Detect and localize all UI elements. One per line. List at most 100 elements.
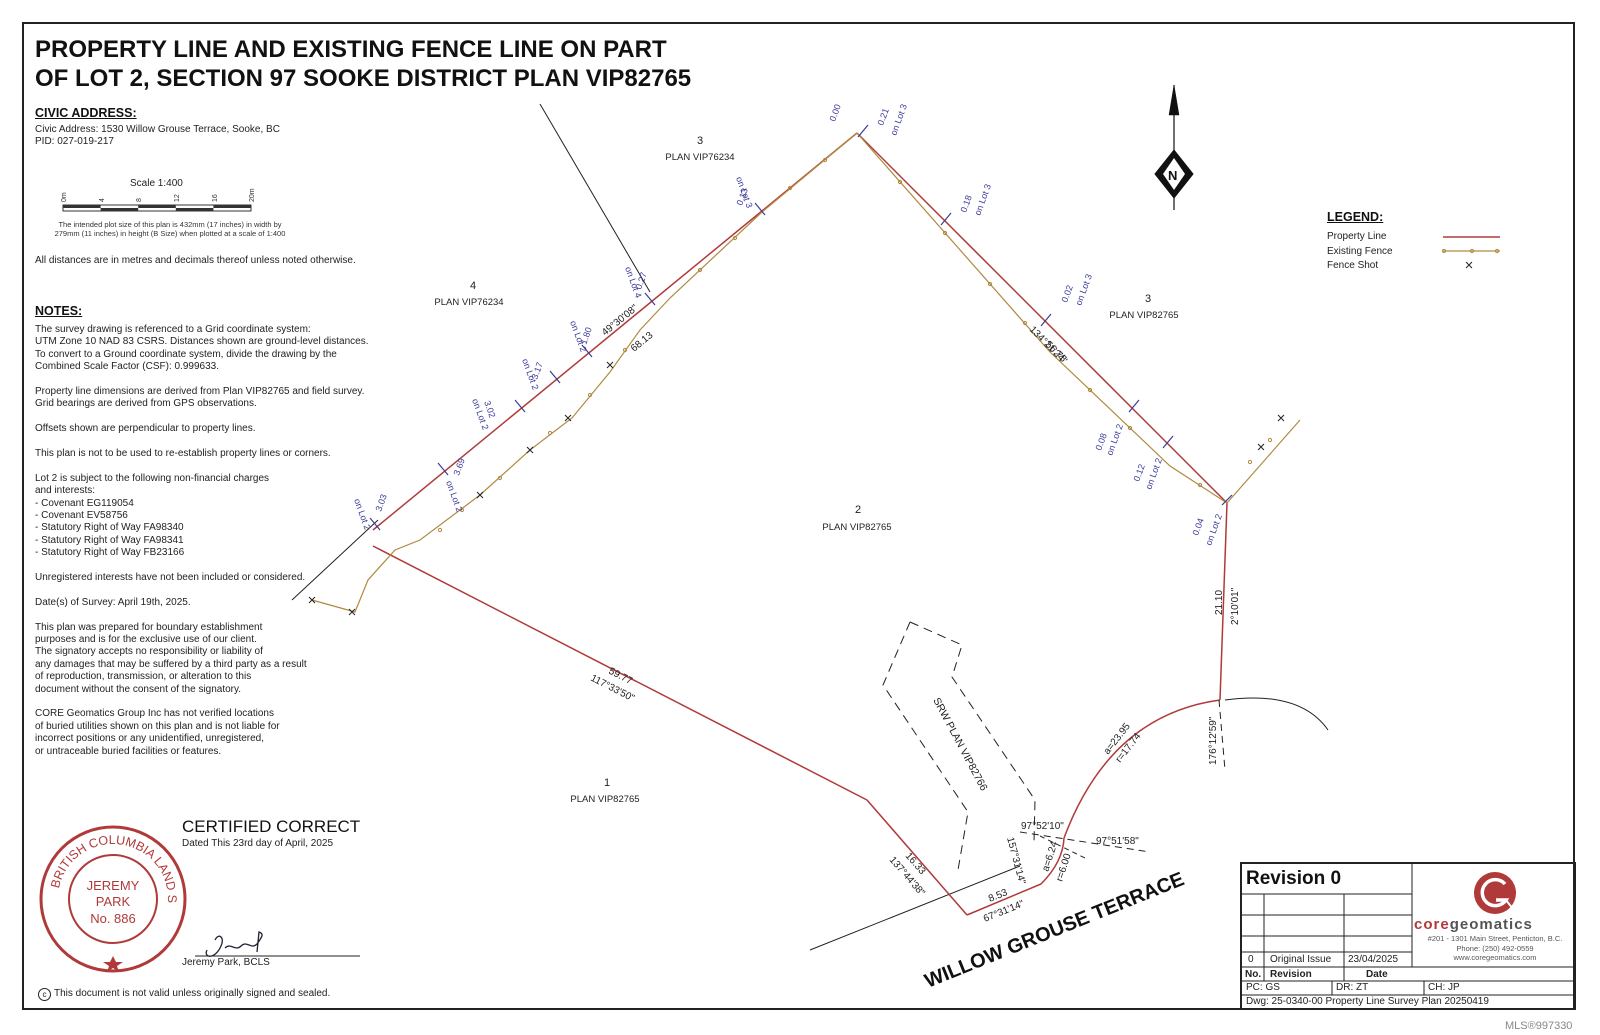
col-date: Date	[1366, 969, 1388, 980]
notes-paragraph: Lot 2 is subject to the following non-fi…	[35, 473, 395, 560]
notes-paragraph: CORE Geomatics Group Inc has not verifie…	[35, 708, 395, 758]
seal-name-2: PARK	[96, 894, 131, 909]
notes-line: Unregistered interests have not been inc…	[35, 572, 306, 584]
north-label: N	[1168, 168, 1177, 183]
seal-number: No. 886	[90, 911, 136, 926]
notes-paragraph: Property line dimensions are derived fro…	[35, 386, 395, 411]
notes-line: Date(s) of Survey: April 19th, 2025.	[35, 596, 191, 608]
col-revision: Revision	[1270, 969, 1312, 980]
offset-markers	[369, 124, 1233, 531]
lot-3-num: 3	[697, 135, 703, 147]
notes-line: The signatory accepts no responsibility …	[35, 646, 263, 658]
lot-2-plan: PLAN VIP82765	[822, 522, 891, 533]
certified-date: Dated This 23rd day of April, 2025	[182, 838, 334, 849]
coregeomatics-logo-icon	[1474, 872, 1517, 914]
road-name: WILLOW GROUSE TERRACE	[922, 868, 1188, 992]
dim-angle-1: 97°52'10"	[1021, 821, 1064, 832]
brand-web: www.coregeomatics.com	[1453, 953, 1537, 962]
scale-tick-0: 0m	[61, 192, 68, 202]
dim-bearing-se: 2°10'01"	[1230, 587, 1241, 625]
scale-tick-5: 20m	[249, 188, 256, 202]
dim-distance-north: 68.13	[629, 330, 656, 355]
seal-star-icon	[103, 956, 123, 972]
offset-7-note: on Lot 2	[444, 479, 465, 513]
offset-1-note: on Lot 3	[888, 103, 909, 137]
offset-10-note: on Lot 3	[1073, 273, 1094, 307]
legend-item-property-line: Property Line	[1327, 231, 1387, 242]
notes-heading: NOTES:	[35, 304, 83, 318]
offset-11-note: on Lot 2	[1104, 423, 1125, 457]
certified-heading: CERTIFIED CORRECT	[182, 817, 361, 836]
notes-line: UTM Zone 10 NAD 83 CSRS. Distances shown…	[35, 336, 369, 348]
fence-shots	[308, 361, 1285, 616]
rev-no: 0	[1248, 954, 1254, 965]
legend-item-fence: Existing Fence	[1327, 245, 1393, 257]
road-edge-line	[809, 865, 1021, 951]
legend-heading: LEGEND:	[1327, 210, 1384, 224]
dim-bearing-north: 49°30'08"	[600, 303, 641, 339]
notes-line: of buried utilities shown on this plan a…	[35, 720, 280, 732]
plot-note-1: The intended plot size of this plan is 4…	[58, 220, 282, 229]
offset-13: 0.04	[1190, 517, 1205, 537]
offset-7: 3.69	[451, 457, 466, 477]
offset-0: 0.00	[827, 103, 842, 123]
offset-8: 3.03	[373, 493, 388, 513]
lot-2-num: 2	[855, 504, 861, 516]
distances-note: All distances are in metres and decimals…	[35, 255, 356, 266]
plan-title: PROPERTY LINE AND EXISTING FENCE LINE ON…	[35, 35, 795, 93]
notes-line: Combined Scale Factor (CSF): 0.999633.	[35, 361, 219, 373]
notes-paragraph: This plan was prepared for boundary esta…	[35, 622, 395, 696]
surveyor-seal: BRITISH COLUMBIA LAND SURVEYOR JEREMY PA…	[38, 824, 187, 973]
dim-distance-se: 21.10	[1214, 590, 1225, 615]
drawing-frame	[22, 22, 1575, 1010]
drawing-number: Dwg: 25-0340-00 Property Line Survey Pla…	[1246, 996, 1489, 1007]
notes-line: any damages that may be suffered by a th…	[35, 658, 307, 670]
brand-wordmark: coregeomatics	[1414, 916, 1533, 933]
offset-12: 0.12	[1131, 463, 1146, 483]
copyright-icon: c	[38, 988, 51, 1001]
col-no: No.	[1245, 969, 1262, 980]
plot-size-note: The intended plot size of this plan is 4…	[40, 220, 300, 238]
dim-bearing-road: 67°31'14"	[982, 898, 1026, 924]
revision-heading: Revision 0	[1246, 868, 1342, 889]
legend-fence-shot-swatch	[1465, 261, 1473, 269]
lot-1-plan: PLAN VIP82765	[570, 794, 639, 805]
pc-initials: PC: GS	[1246, 982, 1280, 993]
offset-9: 0.18	[958, 194, 973, 214]
srw-label: SRW PLAN VIP82766	[930, 696, 989, 793]
legend: LEGEND: Property Line Existing Fence Fen…	[1327, 210, 1393, 274]
civic-heading: CIVIC ADDRESS:	[35, 106, 137, 120]
legend-symbols	[1441, 236, 1500, 269]
scale-bar: 0m 4 8 12 16 20m	[61, 188, 256, 212]
notes-paragraph: Date(s) of Survey: April 19th, 2025.	[35, 597, 395, 609]
lot-3-plan: PLAN VIP76234	[665, 152, 734, 163]
notes-line: document without the consent of the sign…	[35, 683, 242, 695]
offset-10: 0.02	[1059, 284, 1074, 304]
notes-line: incorrect positions or any unidentified,…	[35, 733, 265, 745]
mls-number: MLS®997330	[1505, 1020, 1573, 1032]
signature	[195, 931, 360, 957]
property-lines	[372, 132, 1228, 916]
notes-line: - Covenant EV58756	[35, 510, 128, 522]
offset-9-note: on Lot 3	[972, 183, 993, 217]
rev-desc: Original Issue	[1270, 954, 1332, 965]
offset-13-note: on Lot 2	[1203, 513, 1224, 547]
notes-line: The survey drawing is referenced to a Gr…	[35, 324, 311, 335]
signer-name: Jeremy Park, BCLS	[182, 957, 270, 968]
lot-line-4-3	[539, 103, 651, 293]
title-block-grid	[1242, 864, 1574, 996]
scale-tick-2: 8	[136, 198, 143, 202]
title-block: Revision 0 0 Original Issue 23/04/2025 N…	[1240, 862, 1576, 1010]
notes-paragraph: This plan is not to be used to re-establ…	[35, 448, 395, 460]
notes-line: Lot 2 is subject to the following non-fi…	[35, 472, 270, 484]
notes-line: Offsets shown are perpendicular to prope…	[35, 423, 256, 435]
brand-address: #201 - 1301 Main Street, Penticton, B.C.	[1427, 934, 1563, 943]
dim-bearing-curve: 176°12'59"	[1208, 716, 1219, 765]
scale-tick-4: 16	[212, 194, 219, 202]
legend-item-fence-shot: Fence Shot	[1327, 260, 1379, 271]
notes-paragraph: Unregistered interests have not been inc…	[35, 572, 395, 584]
notes-line: Grid bearings are derived from GPS obser…	[35, 398, 257, 410]
brand-core: core	[1414, 916, 1450, 933]
ch-initials: CH: JP	[1428, 982, 1460, 993]
